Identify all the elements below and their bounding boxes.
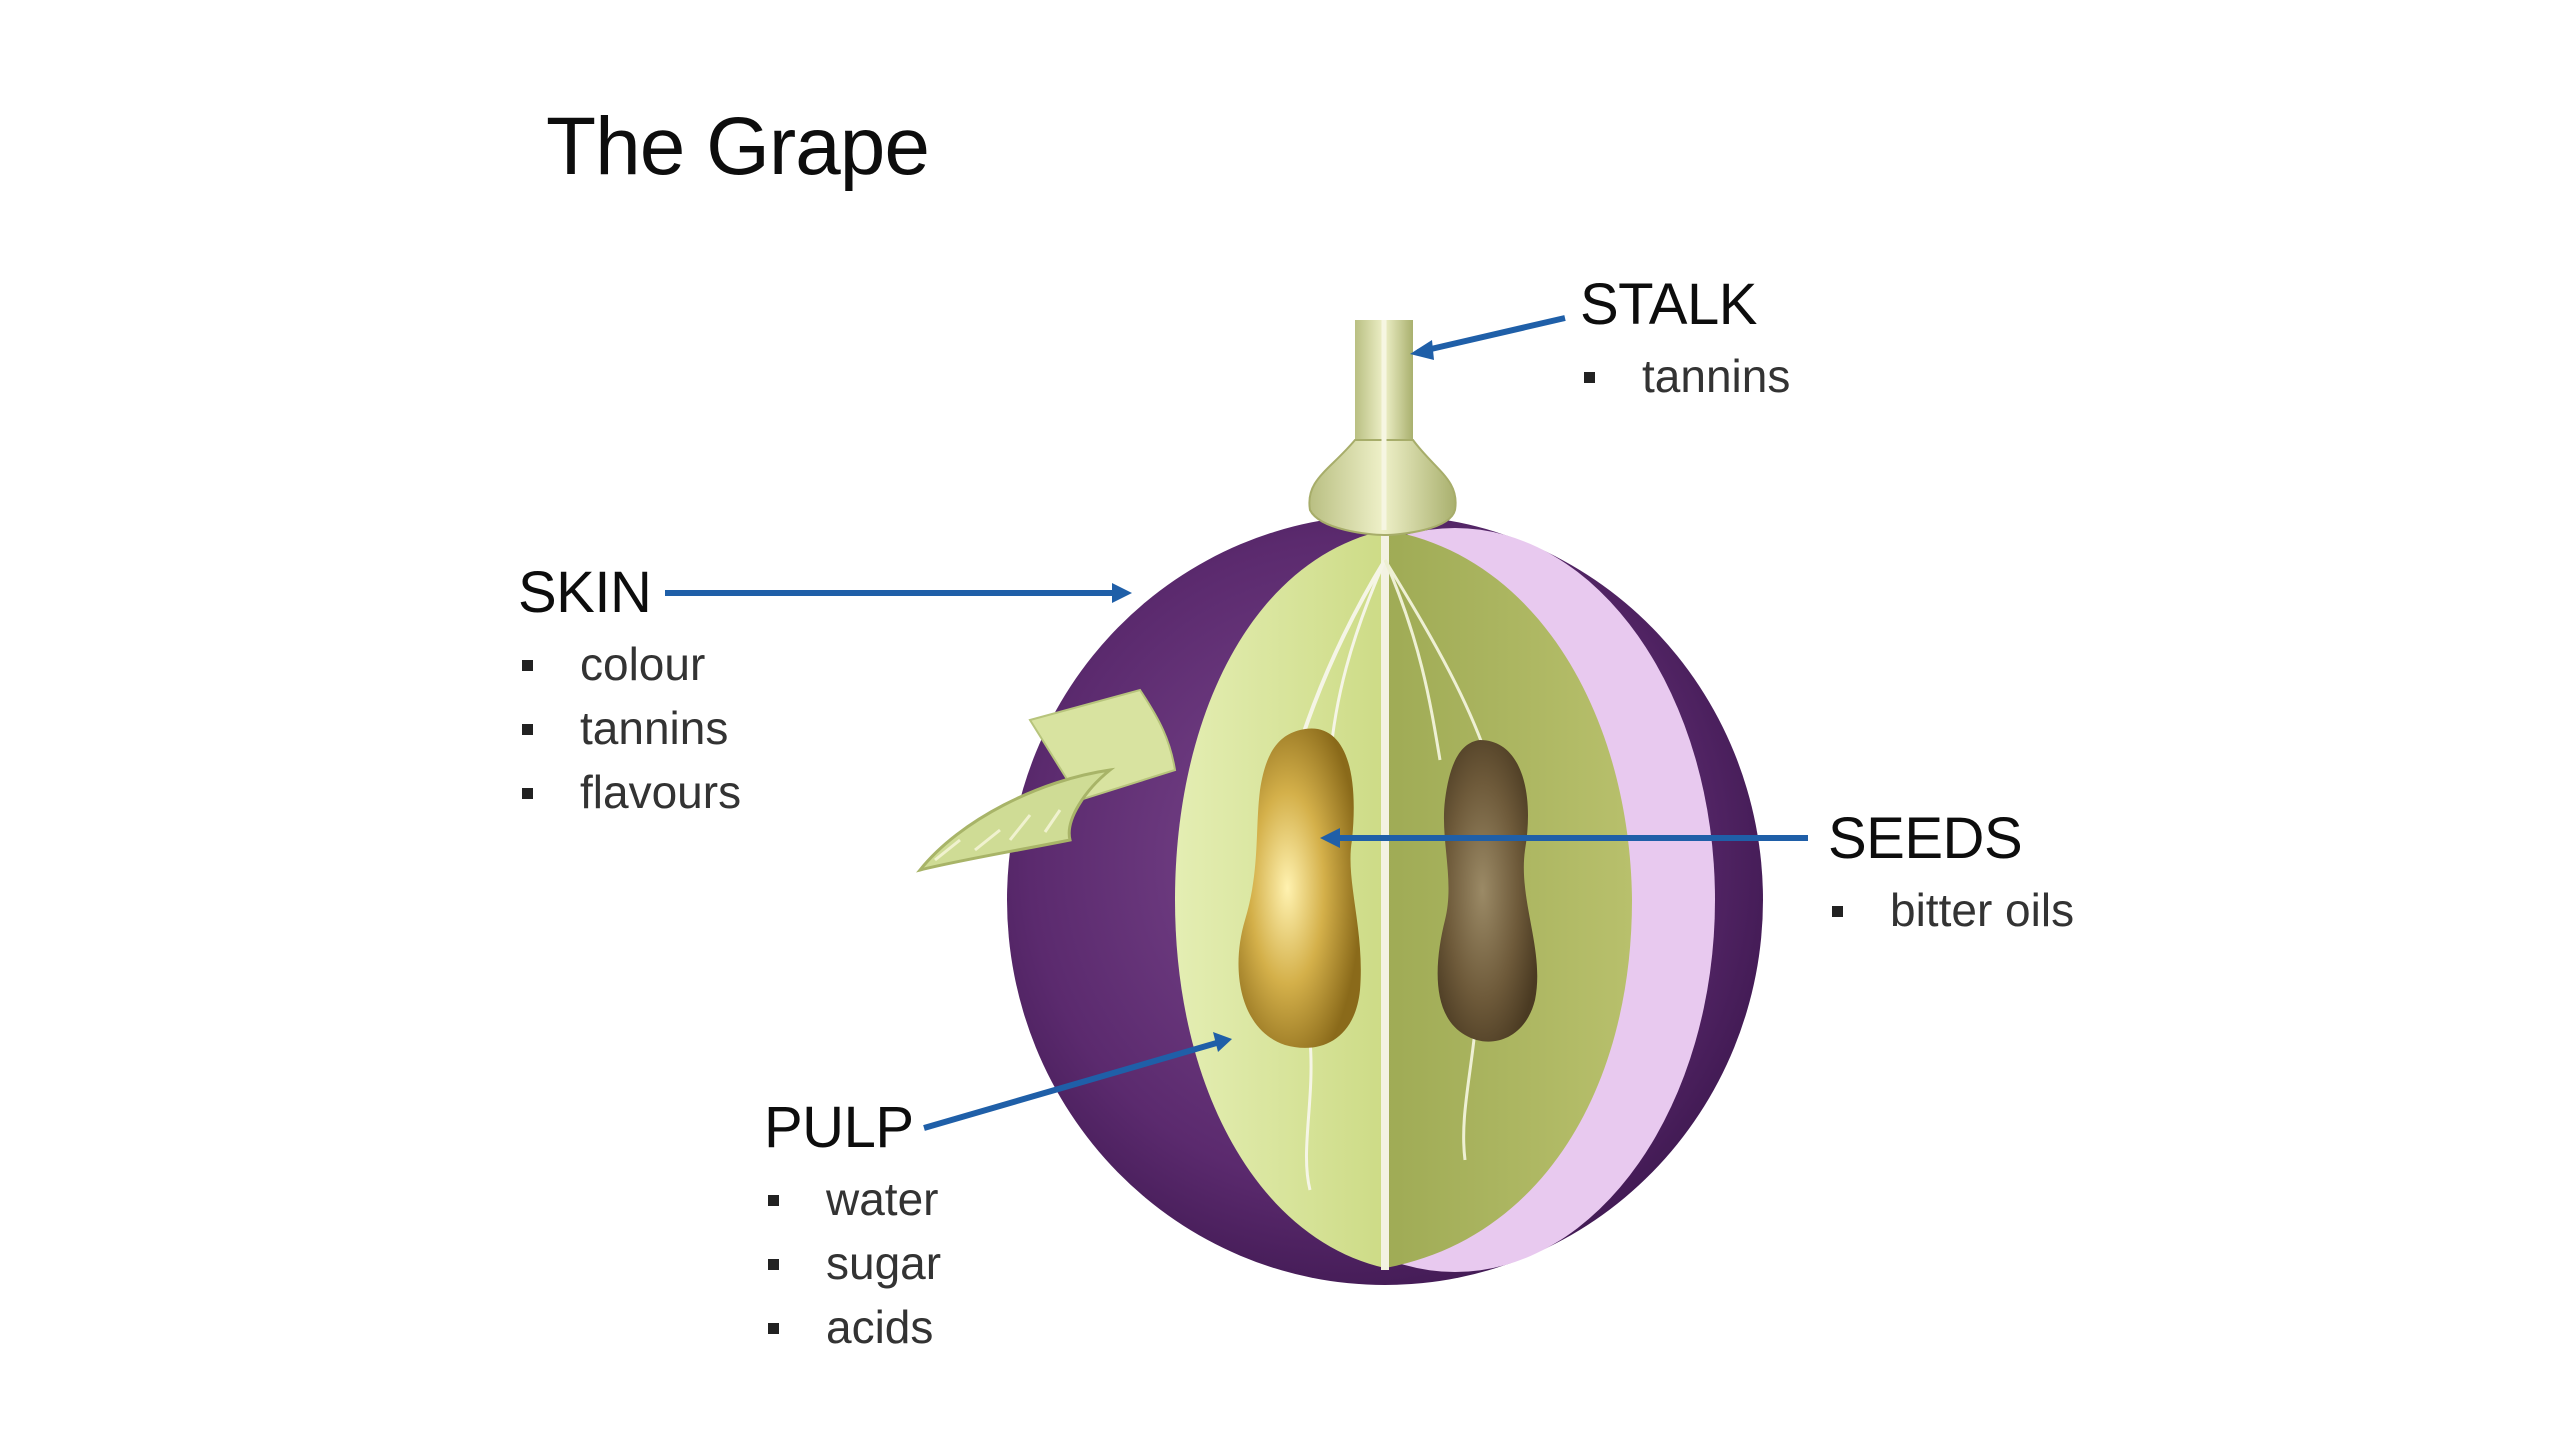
pulp-bullet-list: water sugar acids [764, 1167, 941, 1359]
list-item: flavours [518, 760, 741, 824]
list-item: tannins [1580, 344, 1790, 408]
bullet-square-icon [522, 788, 533, 799]
skin-bullet-text: colour [580, 638, 706, 690]
stalk-label-group: STALK tannins [1580, 272, 1790, 408]
list-item: water [764, 1167, 941, 1231]
grape-stalk [1308, 320, 1457, 537]
stalk-bullet-text: tannins [1642, 350, 1791, 402]
list-item: sugar [764, 1231, 941, 1295]
seed-left [1238, 728, 1361, 1048]
skin-bullet-list: colour tannins flavours [518, 632, 741, 824]
stalk-bullet-list: tannins [1580, 344, 1790, 408]
peeled-skin-flap [916, 688, 1177, 873]
list-item: acids [764, 1295, 941, 1359]
seeds-bullet-text: bitter oils [1890, 884, 2075, 936]
bullet-square-icon [1832, 906, 1843, 917]
pulp-bullet-text: water [826, 1173, 939, 1225]
pulp-arrow [923, 1032, 1232, 1131]
skin-bullet-text: flavours [580, 766, 742, 818]
list-item: tannins [518, 696, 741, 760]
skin-label-group: SKIN colour tannins flavours [518, 560, 741, 824]
list-item: bitter oils [1828, 878, 2074, 942]
skin-bullet-text: tannins [580, 702, 729, 754]
pulp-bullet-text: sugar [826, 1237, 942, 1289]
slide-title: The Grape [546, 101, 930, 192]
bullet-square-icon [522, 660, 533, 671]
list-item: colour [518, 632, 741, 696]
skin-heading: SKIN [518, 560, 652, 625]
seeds-bullet-list: bitter oils [1828, 878, 2074, 942]
seeds-label-group: SEEDS bitter oils [1828, 806, 2074, 942]
stalk-heading: STALK [1580, 272, 1757, 337]
seed-right [1437, 740, 1538, 1042]
bullet-square-icon [768, 1323, 779, 1334]
bullet-square-icon [1584, 372, 1595, 383]
bullet-square-icon [522, 724, 533, 735]
pulp-heading: PULP [764, 1095, 914, 1160]
bullet-square-icon [768, 1195, 779, 1206]
pulp-label-group: PULP water sugar acids [764, 1095, 941, 1359]
seeds-arrow [1320, 828, 1808, 848]
pulp-bullet-text: acids [826, 1301, 934, 1353]
seeds-heading: SEEDS [1828, 806, 2023, 871]
skin-arrow [665, 583, 1132, 603]
bullet-square-icon [768, 1259, 779, 1270]
stalk-arrow [1410, 315, 1566, 360]
